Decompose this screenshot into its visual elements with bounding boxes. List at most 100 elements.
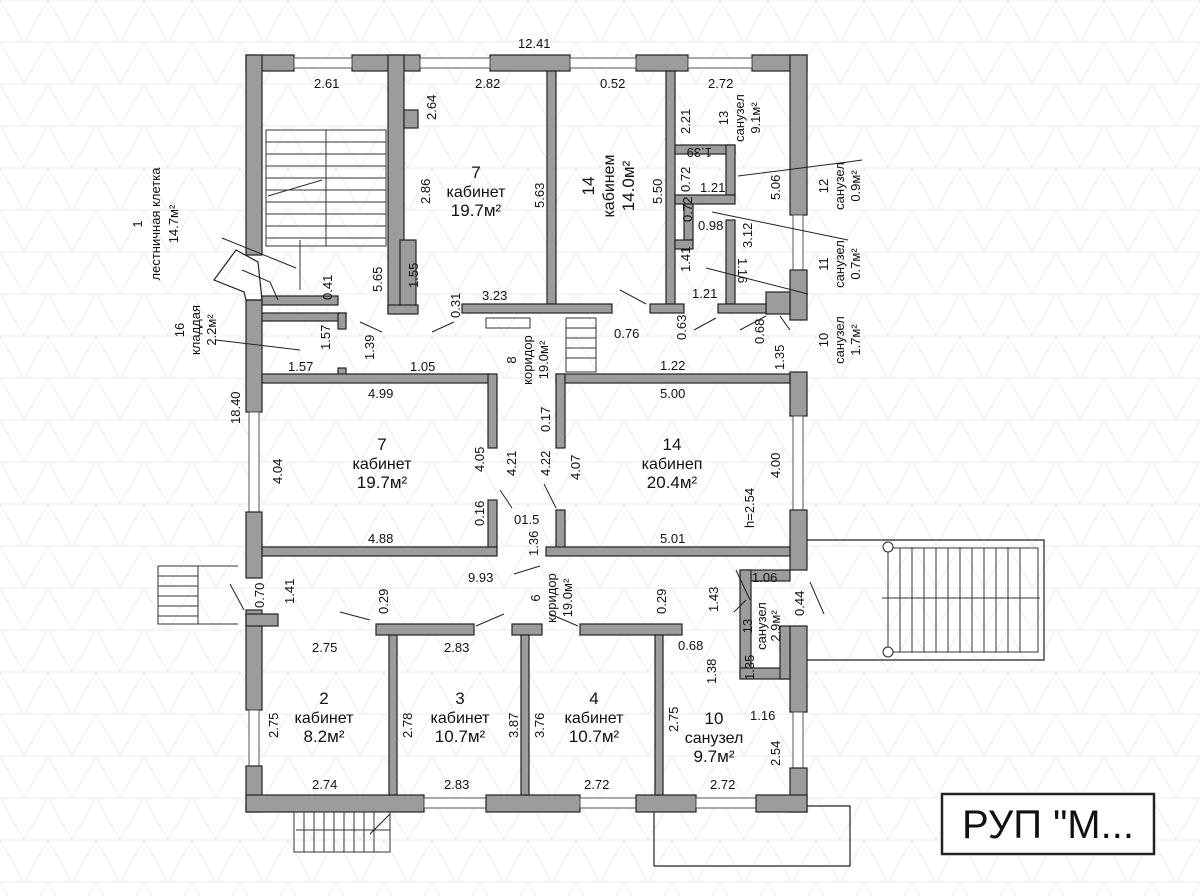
dim: 3.76 xyxy=(532,713,547,738)
dim: 4.07 xyxy=(568,455,583,480)
room-number: 8 xyxy=(504,356,519,363)
wall-mid-bottom-right xyxy=(545,546,791,557)
wall-notch xyxy=(403,109,419,129)
wall-mid-top xyxy=(261,373,491,384)
badge-box xyxy=(940,792,1156,856)
dim: 0.72 xyxy=(678,167,693,192)
room-area: 19.0м² xyxy=(536,340,551,379)
wall-wc xyxy=(674,239,694,250)
room-label: санузел xyxy=(754,602,769,650)
wall-lower xyxy=(245,613,279,627)
wall-office-3-4 xyxy=(520,634,530,796)
room-label: коридор xyxy=(544,573,559,623)
room-area: 10.7м² xyxy=(569,727,620,746)
dim: 1.41 xyxy=(282,579,297,604)
bottom-extension xyxy=(653,805,851,867)
dim: 1.36 xyxy=(526,531,541,556)
dim: 1.16 xyxy=(750,708,775,723)
room-area: 19.7м² xyxy=(451,201,502,220)
room-number: 12 xyxy=(816,179,831,193)
wall-office-2-3 xyxy=(388,634,398,796)
room-label: санузел xyxy=(732,94,747,142)
dim: 2.64 xyxy=(424,95,439,120)
wall-7-14 xyxy=(546,70,557,305)
dim: 3.87 xyxy=(506,713,521,738)
room-area: 19.7м² xyxy=(357,473,408,492)
dim: 4.00 xyxy=(768,453,783,478)
wall-mid-divider xyxy=(487,373,498,449)
wall-office-4-10 xyxy=(654,634,664,796)
dim: 2.72 xyxy=(710,777,735,792)
dim: 0.29 xyxy=(654,589,669,614)
label-leaders xyxy=(215,159,863,351)
wall-wc xyxy=(725,219,736,305)
staircase-left-entry xyxy=(157,565,238,625)
dim: 01.5 xyxy=(514,512,539,527)
room-label: лестничная клетка xyxy=(148,167,163,281)
dim: 0.68 xyxy=(752,319,767,344)
dim: 0.70 xyxy=(252,583,267,608)
dim: 2.72 xyxy=(584,777,609,792)
wall-lower xyxy=(375,623,475,636)
wall-right-4 xyxy=(789,509,808,571)
room-area: 8.2м² xyxy=(304,727,345,746)
wall-bottom-4 xyxy=(755,794,808,813)
dim: 5.65 xyxy=(370,267,385,292)
wall-mid-divider-right xyxy=(555,373,566,449)
wall-mid-top-right xyxy=(555,373,791,384)
room-number: 13 xyxy=(716,111,731,125)
dim: 0.52 xyxy=(600,76,625,91)
wall-bottom-2 xyxy=(485,794,581,813)
dim: 2.75 xyxy=(266,713,281,738)
room-number: 10 xyxy=(816,333,831,347)
dim: 0.98 xyxy=(698,218,723,233)
dim: 2.61 xyxy=(314,76,339,91)
window xyxy=(687,57,753,69)
window xyxy=(579,797,637,809)
dim: 2.54 xyxy=(768,741,783,766)
dim: 5.50 xyxy=(650,179,665,204)
wall-left-3 xyxy=(245,511,263,579)
dim: 4.04 xyxy=(270,459,285,484)
door-swings xyxy=(229,289,825,835)
room-12: 12 санузел 0.9м² xyxy=(816,162,863,210)
room-number: 14 xyxy=(663,435,682,454)
dim: 4.88 xyxy=(368,531,393,546)
room-number: 7 xyxy=(471,163,480,182)
staircase-main xyxy=(265,129,387,290)
dim: 1.38 xyxy=(704,659,719,684)
dim: 2.83 xyxy=(444,640,469,655)
dim: 2.21 xyxy=(678,109,693,134)
wall-top-4 xyxy=(635,54,689,72)
badge-text: РУП "М... xyxy=(962,803,1134,847)
dim: 0.76 xyxy=(614,326,639,341)
dim: 2.74 xyxy=(312,777,337,792)
dim: 2.78 xyxy=(400,713,415,738)
radiator xyxy=(485,317,531,329)
dim: 4.21 xyxy=(504,451,519,476)
dim: 1.21 xyxy=(692,286,717,301)
staircase-corridor xyxy=(565,317,597,373)
window xyxy=(423,797,487,809)
dim: 4.05 xyxy=(472,447,487,472)
dim: 0.44 xyxy=(792,591,807,616)
room-area: 0.7м² xyxy=(848,248,863,280)
wall-bottom-3 xyxy=(635,794,697,813)
wall-right-2 xyxy=(789,269,808,321)
window xyxy=(792,415,804,511)
dim: 0.41 xyxy=(320,275,335,300)
room-number: 3 xyxy=(455,689,464,708)
room-number: 16 xyxy=(172,323,187,337)
wall-mid-divider xyxy=(487,499,498,549)
dim: 0.17 xyxy=(538,407,553,432)
room-number: 10 xyxy=(705,709,724,728)
dim: 1.21 xyxy=(700,180,725,195)
room-area: 14.0м² xyxy=(619,160,638,211)
room-label: кабинеп xyxy=(642,456,703,473)
entry-bay xyxy=(213,249,263,301)
room-label: санузел xyxy=(832,162,847,210)
wall-wc xyxy=(674,194,736,205)
dim: 1.22 xyxy=(660,358,685,373)
room-area: 19.0м² xyxy=(560,578,575,617)
dim: 1.41 xyxy=(678,247,693,272)
